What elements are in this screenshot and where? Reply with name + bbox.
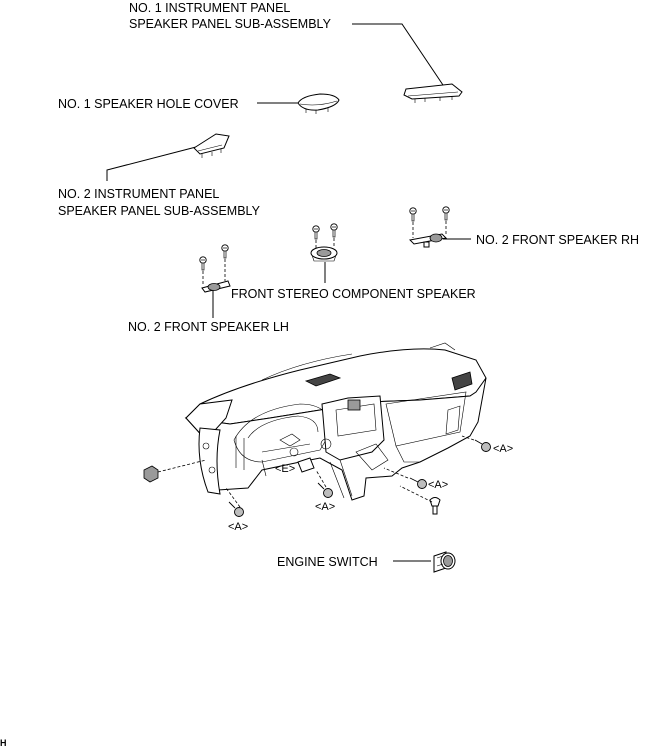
clip-a-right-upper [461,435,491,452]
label-no1-hole-cover: NO. 1 SPEAKER HOLE COVER [58,97,239,111]
label-no1-panel-line2: SPEAKER PANEL SUB-ASSEMBLY [129,17,332,31]
front-speaker-lh-part [199,244,231,293]
front-speaker-rh-part [408,206,450,248]
clip-bottom [399,485,441,515]
callout-a-right-lower: <A> [428,479,448,491]
label-engine-switch: ENGINE SWITCH [277,555,378,569]
no1-speaker-hole-cover-part [297,93,340,114]
callout-e: <E> [275,463,295,475]
engine-switch-part [433,551,456,573]
callout-a-center: <A> [315,501,335,513]
label-no1-panel-line1: NO. 1 INSTRUMENT PANEL [129,1,290,15]
bolt-left [143,459,207,483]
label-no2-panel-line1: NO. 2 INSTRUMENT PANEL [58,187,219,201]
clip-a-left [225,487,244,517]
label-no2-panel-line2: SPEAKER PANEL SUB-ASSEMBLY [58,204,261,218]
label-front-speaker-lh: NO. 2 FRONT SPEAKER LH [128,320,289,334]
leader-no1-panel [352,23,446,89]
corner-mark: H [0,738,7,748]
instrument-panel-assembly [184,342,487,501]
label-stereo-component: FRONT STEREO COMPONENT SPEAKER [231,287,476,301]
clip-a-right-lower [383,467,427,489]
no2-speaker-panel-part [193,133,230,158]
no1-speaker-panel-part [403,83,463,103]
callout-a-right-upper: <A> [493,443,513,455]
stereo-component-speaker-part [310,223,338,262]
callout-a-left: <A> [228,521,248,533]
leader-no2-panel [106,146,197,181]
label-front-speaker-rh: NO. 2 FRONT SPEAKER RH [476,233,639,247]
clip-a-center [315,469,333,498]
